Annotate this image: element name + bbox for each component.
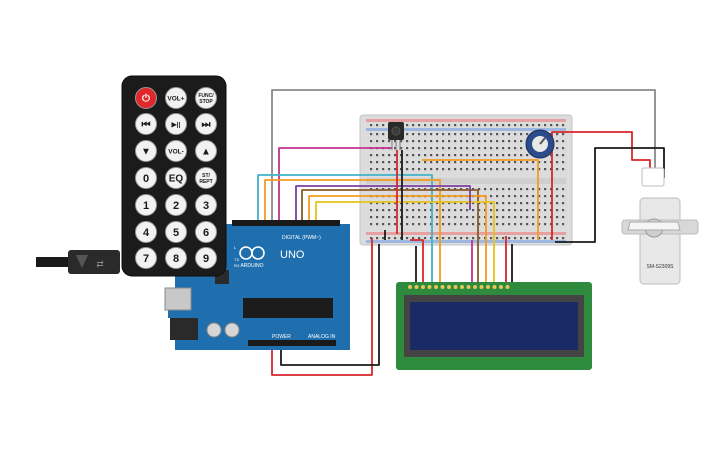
remote-button-label: STOP bbox=[199, 99, 213, 105]
potentiometer[interactable] bbox=[525, 129, 555, 159]
wire-orange-pot bbox=[422, 159, 539, 240]
remote-button-label: 3 bbox=[203, 200, 209, 212]
wire-magenta-ir bbox=[278, 147, 392, 222]
remote-button-label: 7 bbox=[143, 253, 149, 265]
remote-button-label: VOL- bbox=[168, 148, 184, 155]
remote-button-down[interactable]: ▼ bbox=[135, 140, 157, 162]
remote-button-label: ▶|| bbox=[171, 121, 181, 128]
wire-purple bbox=[295, 185, 471, 222]
remote-button-label: 2 bbox=[173, 200, 179, 212]
lcd-pins bbox=[408, 285, 510, 289]
remote-button-six[interactable]: 6 bbox=[195, 221, 217, 243]
remote-button-label: ▲ bbox=[201, 147, 211, 158]
servo-motor[interactable]: SM-S2309S bbox=[621, 167, 699, 285]
wire-gray-servo-signal bbox=[271, 89, 656, 222]
remote-button-two[interactable]: 2 bbox=[165, 194, 187, 216]
remote-button-power[interactable]: ⏻ bbox=[135, 87, 157, 109]
remote-button-label: 0 bbox=[143, 173, 149, 185]
remote-button-label: 6 bbox=[203, 227, 209, 239]
remote-button-func-stop[interactable]: FUNC/STOP bbox=[195, 87, 217, 109]
remote-button-play-pause[interactable]: ▶|| bbox=[165, 113, 187, 135]
remote-button-eq[interactable]: EQ bbox=[165, 167, 187, 189]
led-label-tx: TX bbox=[234, 257, 239, 262]
remote-button-three[interactable]: 3 bbox=[195, 194, 217, 216]
remote-button-label: ⏻ bbox=[142, 93, 150, 105]
wire-red-lcd bbox=[410, 239, 424, 285]
led-label-l: L bbox=[234, 245, 237, 250]
ir-remote[interactable]: ⇄ ⏻ VOL+ FUNC/STOP ⏮ ▶|| ⏭ ▼ VOL- ▲ 0 EQ ST/REPT 1 2 3… bbox=[36, 75, 227, 277]
remote-button-one[interactable]: 1 bbox=[135, 194, 157, 216]
remote-button-vol-down[interactable]: VOL- bbox=[165, 140, 187, 162]
remote-button-seven[interactable]: 7 bbox=[135, 247, 157, 269]
breadboard-holes bbox=[370, 124, 565, 240]
power-label: POWER bbox=[272, 334, 291, 340]
remote-button-label: REPT bbox=[199, 179, 212, 185]
remote-button-label: VOL+ bbox=[167, 95, 184, 102]
remote-button-four[interactable]: 4 bbox=[135, 221, 157, 243]
remote-button-label: 9 bbox=[203, 253, 209, 265]
remote-button-vol-up[interactable]: VOL+ bbox=[165, 87, 187, 109]
wire-brown bbox=[301, 189, 479, 285]
wire-black-servo-ground bbox=[555, 147, 665, 243]
remote-button-label: ⏭ bbox=[202, 120, 211, 131]
remote-button-label: 8 bbox=[173, 253, 179, 265]
remote-button-forward[interactable]: ⏭ bbox=[195, 113, 217, 135]
lcd-display[interactable] bbox=[396, 282, 592, 370]
svg-text:⇄: ⇄ bbox=[96, 259, 104, 269]
remote-button-label: ▼ bbox=[141, 147, 151, 158]
remote-button-label: 5 bbox=[173, 227, 179, 239]
arduino-model: UNO bbox=[280, 249, 305, 261]
wire-cyan bbox=[257, 174, 433, 285]
remote-button-label: FUNC/ bbox=[198, 93, 214, 99]
analog-label: ANALOG IN bbox=[308, 334, 336, 340]
remote-button-nine[interactable]: 9 bbox=[195, 247, 217, 269]
remote-button-up[interactable]: ▲ bbox=[195, 140, 217, 162]
remote-button-label: 4 bbox=[143, 227, 150, 239]
digital-label: DIGITAL (PWM~) bbox=[282, 235, 321, 241]
remote-button-eight[interactable]: 8 bbox=[165, 247, 187, 269]
remote-button-label: EQ bbox=[169, 174, 184, 185]
wire-red-power bbox=[271, 238, 373, 376]
remote-button-label: ⏮ bbox=[142, 120, 151, 131]
ir-receiver[interactable] bbox=[388, 122, 404, 150]
wire-yellow bbox=[315, 201, 495, 285]
servo-label: SM-S2309S bbox=[647, 264, 675, 270]
wire-black-ground bbox=[280, 244, 380, 366]
remote-button-five[interactable]: 5 bbox=[165, 221, 187, 243]
remote-button-rewind[interactable]: ⏮ bbox=[135, 113, 157, 135]
remote-button-label: ST/ bbox=[202, 173, 210, 179]
remote-button-label: 1 bbox=[143, 200, 149, 212]
breadboard[interactable] bbox=[359, 114, 573, 246]
remote-button-zero[interactable]: 0 bbox=[135, 167, 157, 189]
remote-button-st-rept[interactable]: ST/REPT bbox=[195, 167, 217, 189]
wire-orange-1 bbox=[264, 179, 441, 285]
led-label-rx: RX bbox=[234, 263, 240, 268]
arduino-brand: ARDUINO bbox=[240, 263, 263, 269]
wires bbox=[257, 89, 665, 376]
